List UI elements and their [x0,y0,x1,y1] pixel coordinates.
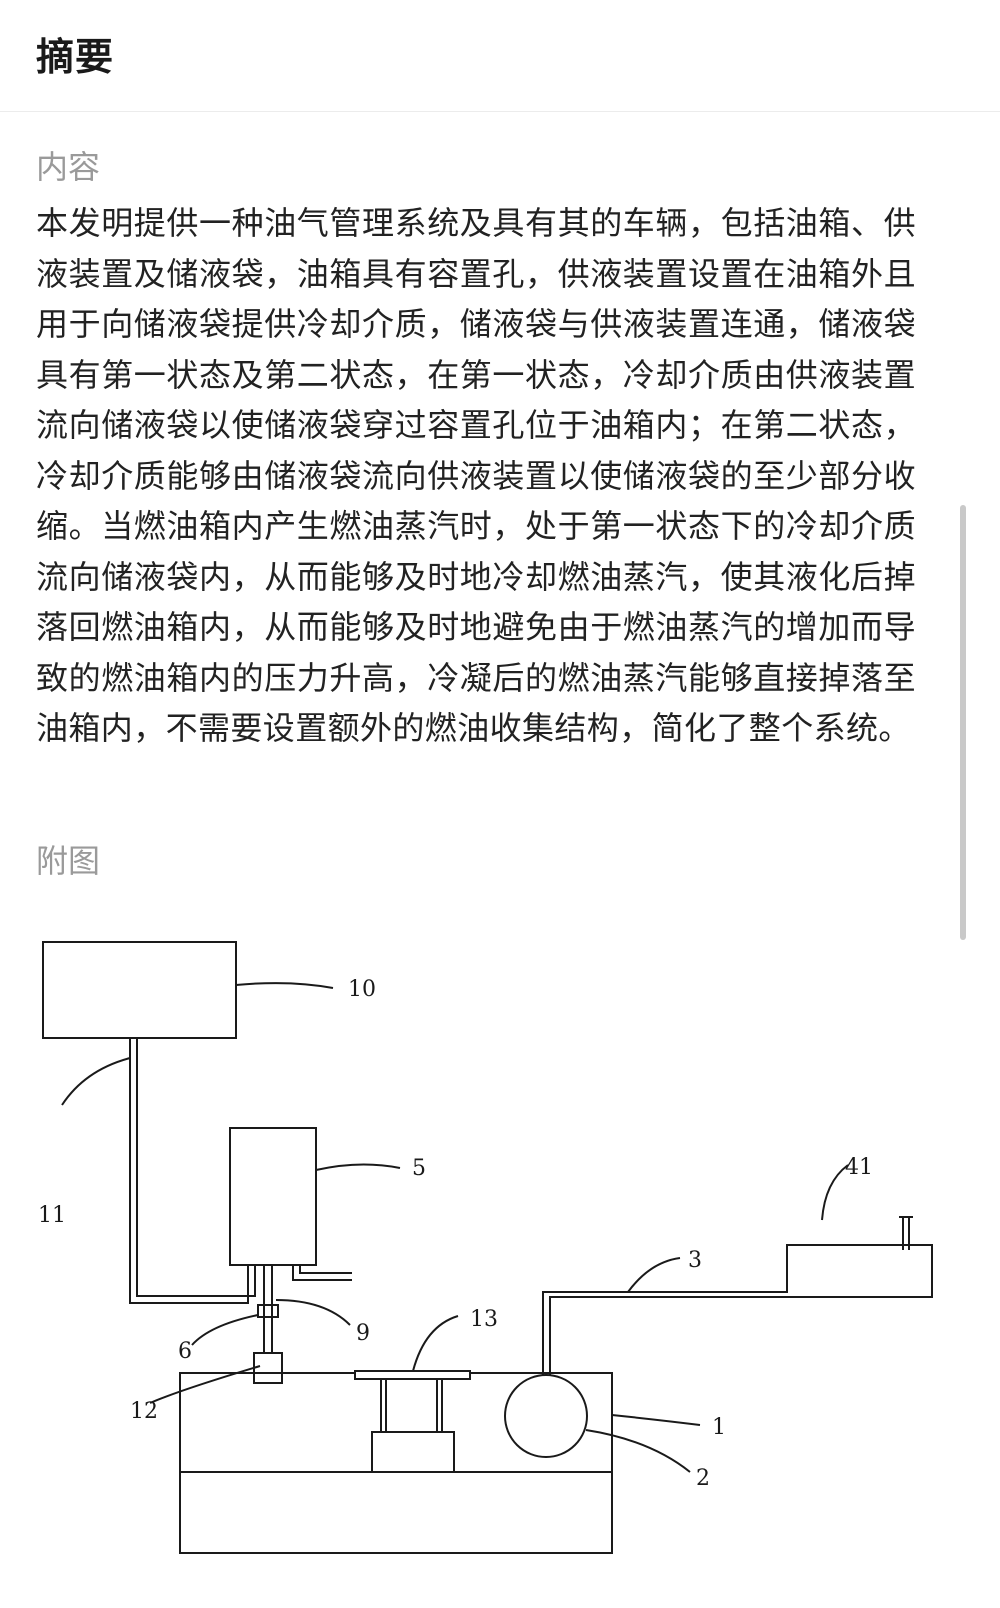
leader-5 [315,1163,401,1171]
tank-1 [179,1372,613,1554]
scrollbar-thumb[interactable] [960,505,966,940]
label-9: 9 [356,1321,370,1346]
leader-2 [585,1429,691,1473]
bag-2-circle [504,1374,588,1458]
leader-9 [275,1299,351,1326]
page-title: 摘要 [36,35,115,79]
abstract-text: 本发明提供一种油气管理系统及具有其的车辆，包括油箱、供液装置及储液袋，油箱具有容… [36,204,916,747]
leader-41 [821,1164,849,1221]
valve-6 [257,1304,279,1318]
outlet-pipe-a [292,1265,352,1281]
leader-6 [191,1314,259,1346]
pipe-11-inner [136,1038,256,1297]
component-5-box [229,1127,317,1266]
leader-10 [235,982,334,989]
leader-12 [149,1365,261,1404]
figure-section-label: 附图 [36,842,101,880]
plate-13 [354,1370,471,1380]
outlet-pipe-b [299,1265,352,1274]
leader-11 [61,1057,131,1106]
content-section-label: 内容 [36,148,101,186]
label-2: 2 [696,1466,710,1491]
patent-figure: 10 11 5 41 3 13 9 6 12 1 2 [0,920,1000,1608]
label-5: 5 [412,1156,426,1181]
component-10-box [42,941,237,1039]
leader-3 [627,1257,681,1293]
label-10: 10 [348,977,376,1002]
label-6: 6 [178,1339,192,1364]
leader-13 [412,1315,459,1372]
pipe-11-outer [129,1038,249,1304]
label-11: 11 [38,1203,66,1228]
header: 摘要 [0,0,1000,112]
label-1: 1 [712,1415,726,1440]
label-41: 41 [845,1155,873,1180]
component-12-box [253,1352,283,1384]
leader-1 [611,1414,701,1426]
patent-drawing: 10 11 5 41 3 13 9 6 12 1 2 [38,941,933,1554]
label-13: 13 [470,1307,498,1332]
pipe-3 [542,1244,933,1375]
label-3: 3 [688,1248,702,1273]
label-12: 12 [130,1399,158,1424]
block-under-13 [371,1431,455,1473]
